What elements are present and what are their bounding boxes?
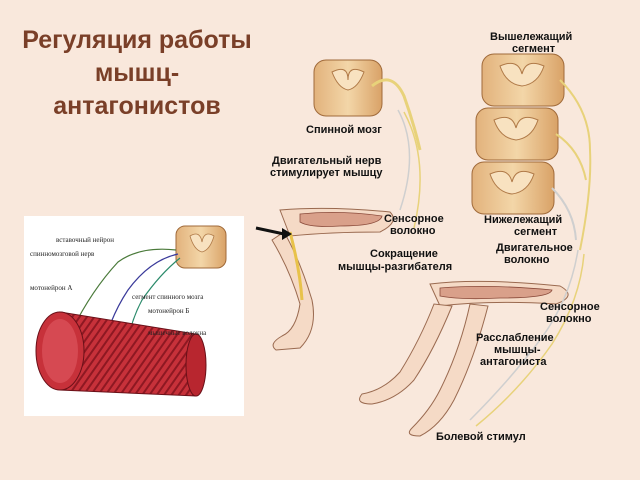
label-spinal-cord: Спинной мозг xyxy=(306,124,382,136)
spinal-segments-stack xyxy=(471,53,592,251)
inset-label-cord-segment: сегмент спинного мозга xyxy=(132,293,204,301)
inset-label-motoneuron-a: мотонейрон А xyxy=(30,284,72,292)
label-contraction: Сокращение мышцы-разгибателя xyxy=(338,248,452,273)
label-pain-stimulus: Болевой стимул xyxy=(436,431,526,443)
label-lower-segment: Нижележащий сегмент xyxy=(484,214,565,238)
spinal-cord-section xyxy=(313,59,422,151)
label-motor-fiber: Двигательное волокно xyxy=(496,242,576,266)
label-sensory-fiber-right: Сенсорное волокно xyxy=(540,301,603,325)
slide-title: Регуляция работы мышц-антагонистов xyxy=(22,26,252,120)
inset-label-spinal-nerve: спинномозговой нерв xyxy=(30,250,95,258)
label-sensory-fiber-left: Сенсорное волокно xyxy=(384,213,447,237)
inset-label-interneuron: вставочный нейрон xyxy=(56,236,114,244)
inset-label-motoneuron-b: мотонейрон Б xyxy=(148,307,189,315)
inset-label-muscle-fibers: мышечные волокна xyxy=(148,329,207,337)
label-upper-segment: Вышележащий сегмент xyxy=(490,31,575,55)
label-motor-nerve: Двигательный нерв стимулирует мышцу xyxy=(270,155,384,179)
right-legs-illustration xyxy=(359,249,585,437)
left-leg-illustration xyxy=(255,109,421,351)
label-relaxation: Расслабление мышцы- антагониста xyxy=(476,332,557,368)
inset-illustration: вставочный нейрон спинномозговой нерв мо… xyxy=(24,216,244,416)
